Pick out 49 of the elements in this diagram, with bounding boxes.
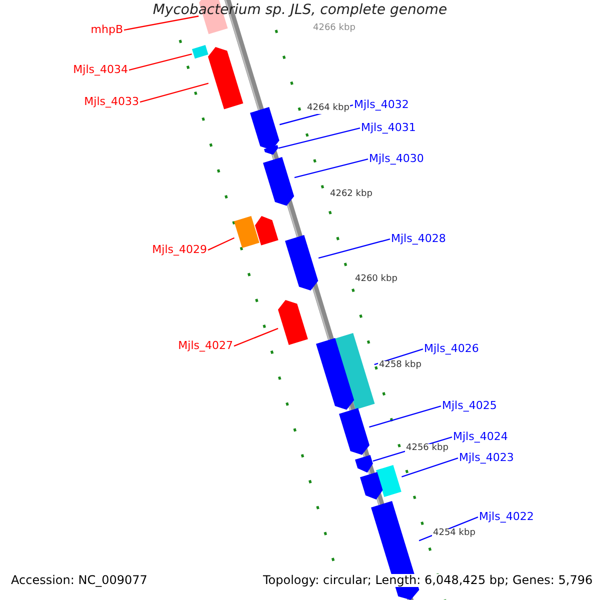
tick-label: 4266 kbp bbox=[312, 24, 356, 34]
tick-label: 4260 kbp bbox=[354, 275, 398, 285]
gene-block bbox=[234, 216, 260, 248]
gene-label: Mjls_4022 bbox=[479, 511, 534, 524]
gene-bar bbox=[316, 338, 354, 410]
gene-block bbox=[376, 464, 402, 497]
gene-bar bbox=[208, 47, 244, 110]
leader-line bbox=[208, 237, 235, 251]
tick-label: 4258 kbp bbox=[378, 361, 422, 371]
gene-label: Mjls_4025 bbox=[442, 400, 497, 412]
leader-line bbox=[374, 348, 424, 366]
leader-line bbox=[140, 82, 209, 103]
gene-label: Mjls_4032 bbox=[354, 99, 409, 112]
leader-line bbox=[278, 127, 360, 149]
tick-label: 4254 kbp bbox=[432, 529, 476, 539]
gene-bar bbox=[255, 216, 279, 246]
gene-bar bbox=[263, 157, 295, 206]
gene-bar bbox=[264, 145, 278, 155]
accession-text: Accession: NC_009077 bbox=[10, 574, 148, 588]
gene-bar bbox=[360, 472, 382, 500]
tick-label: 4264 kbp bbox=[306, 104, 350, 114]
gene-label: Mjls_4028 bbox=[391, 233, 446, 246]
tick-label: 4262 kbp bbox=[329, 190, 374, 200]
gene-label: Mjls_4027 bbox=[178, 340, 233, 352]
gene-bar bbox=[338, 408, 370, 455]
gene-bar bbox=[285, 234, 319, 290]
gene-label: Mjls_4029 bbox=[152, 244, 207, 256]
gene-bar bbox=[250, 106, 280, 150]
leader-line bbox=[294, 158, 368, 178]
tick-label: 4256 kbp bbox=[405, 444, 450, 454]
gene-bar bbox=[278, 300, 308, 345]
gene-label: mhpB bbox=[90, 24, 123, 36]
gene-label: Mjls_4031 bbox=[361, 122, 416, 134]
leader-line bbox=[128, 53, 192, 71]
gene-block bbox=[334, 332, 374, 410]
gene-label: Mjls_4034 bbox=[73, 64, 128, 76]
gene-label: Mjls_4026 bbox=[424, 343, 479, 356]
gene-label: Mjls_4030 bbox=[369, 153, 424, 166]
gene-label: Mjls_4024 bbox=[453, 431, 508, 444]
gene-label: Mjls_4033 bbox=[84, 96, 139, 108]
title: Mycobacterium sp. JLS, complete genome bbox=[152, 3, 448, 18]
leader-line bbox=[369, 405, 442, 428]
leader-line bbox=[234, 328, 278, 347]
genome-stats-text: Topology: circular; Length: 6,048,425 bp; Genes: 5,796 bbox=[262, 574, 594, 588]
gene-block bbox=[192, 45, 208, 59]
leader-line bbox=[318, 238, 390, 259]
gene-label: Mjls_4023 bbox=[459, 452, 514, 464]
leader-line bbox=[124, 16, 199, 31]
leader-line bbox=[402, 457, 458, 478]
